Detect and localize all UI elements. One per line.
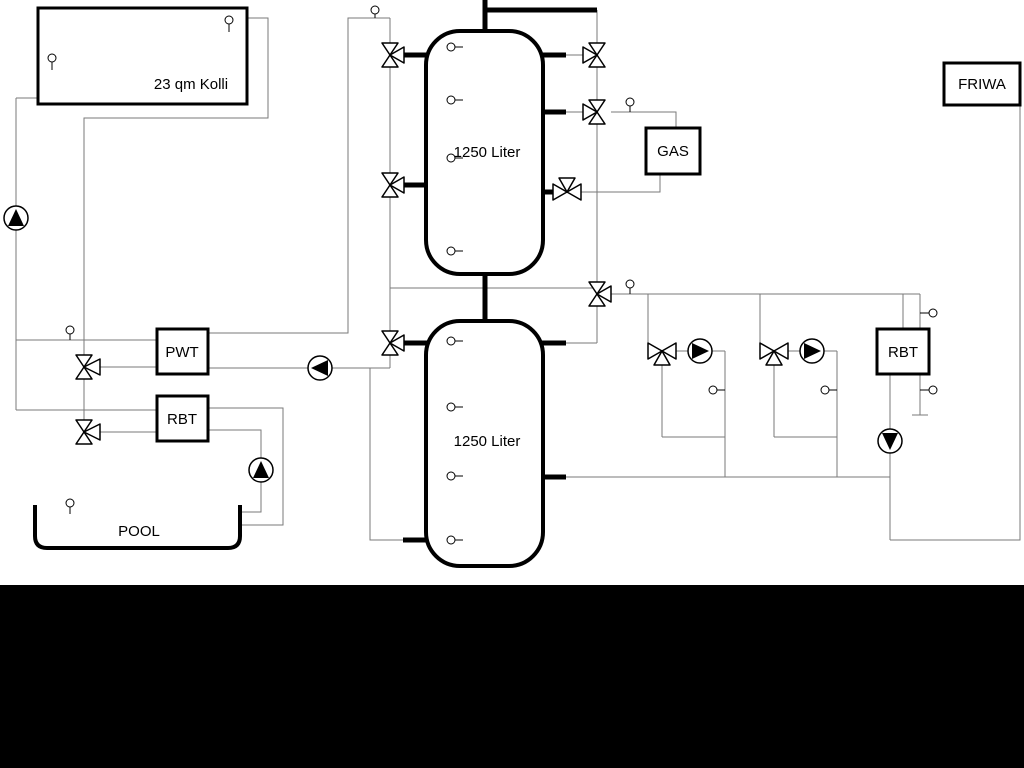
solar-collector: 23 qm Kolli <box>36 6 249 106</box>
sensor-circuit1-icon <box>708 385 725 395</box>
gas-boiler-box <box>644 126 702 176</box>
three-way-valve-supply-icon <box>588 281 612 307</box>
buffer-tank-1-body <box>424 29 545 276</box>
pool: POOL <box>33 505 242 550</box>
rbt-right-label: RBT <box>888 344 918 361</box>
pwt-heat-exchanger: PWT <box>155 327 210 376</box>
mixing-valve-circuit1-icon <box>647 342 677 366</box>
three-way-valve-boiler-lower-icon <box>582 99 606 125</box>
gas-boiler: GAS <box>644 126 702 176</box>
rbt-right-heat-exchanger: RBT <box>875 327 931 376</box>
pool-basin <box>33 505 242 550</box>
three-way-valve-boiler-upper-icon <box>582 42 606 68</box>
pwt-box <box>155 327 210 376</box>
pump-charge-icon <box>307 355 333 381</box>
three-way-valve-tank1-top-icon <box>381 42 405 68</box>
buffer-tank-1-label: 1250 Liter <box>454 144 521 161</box>
three-way-valve-tank2-top-icon <box>381 330 405 356</box>
sensor-gas-line-icon <box>625 97 635 112</box>
rbt-right-box <box>875 327 931 376</box>
buffer-tank-2-label: 1250 Liter <box>454 433 521 450</box>
three-way-valve-solar-pwt-icon <box>75 354 101 380</box>
pipe-tank2-bottom-return <box>369 368 403 541</box>
valves <box>75 42 789 445</box>
pump-circuit2-icon <box>799 338 825 364</box>
sensor-tank1-1-icon <box>446 42 463 52</box>
friwa-box <box>942 61 1022 107</box>
buffer-tank-2-body <box>424 319 545 568</box>
friwa-label: FRIWA <box>958 76 1006 93</box>
friwa-module: FRIWA <box>942 61 1022 107</box>
temperature-sensors <box>47 5 938 545</box>
buffer-tank-1: 1250 Liter <box>424 29 545 276</box>
pipe-friwa-line <box>890 105 1021 541</box>
sensor-supply-main-icon <box>625 279 635 294</box>
sensor-collector-top-icon <box>224 15 234 32</box>
rbt-left-heat-exchanger: RBT <box>155 394 210 443</box>
sensor-bypass-top-icon <box>920 308 938 318</box>
sensor-tank2-1-icon <box>446 336 463 346</box>
sensor-tank2-4-icon <box>446 535 463 545</box>
pipe-pool-supply <box>208 407 284 526</box>
solar-collector-box <box>36 6 249 106</box>
sensor-bypass-bottom-icon <box>920 385 938 395</box>
sensor-pwt-return-icon <box>65 325 75 340</box>
buffer-tank-2: 1250 Liter <box>424 319 545 568</box>
pump-circuit1-icon <box>687 338 713 364</box>
three-way-valve-solar-rbt-icon <box>75 419 101 445</box>
rbt-left-box <box>155 394 210 443</box>
pump-rbt-right-icon <box>877 428 903 454</box>
gas-boiler-label: GAS <box>657 143 689 160</box>
sensor-tank1-3-icon <box>446 153 463 163</box>
sensor-tank1-2-icon <box>446 95 463 105</box>
sensor-tank2-3-icon <box>446 471 463 481</box>
three-way-valve-tank1-mid-icon <box>381 172 405 198</box>
pump-solar-icon <box>3 205 29 231</box>
three-way-valve-gas-return-icon <box>552 177 582 201</box>
pool-label: POOL <box>118 523 160 540</box>
sensor-circuit2-icon <box>820 385 837 395</box>
footer-black-band <box>0 585 1024 768</box>
pipe-pwt-to-header <box>208 17 390 334</box>
mixing-valve-circuit2-icon <box>759 342 789 366</box>
sensor-pool-icon <box>65 498 75 514</box>
pipe-gas-return <box>581 174 661 193</box>
pwt-label: PWT <box>165 344 198 361</box>
pipe-gas-supply <box>611 111 677 128</box>
solar-collector-label: 23 qm Kolli <box>154 76 228 93</box>
pipe-solar-supply <box>83 17 269 356</box>
sensor-tank1-4-icon <box>446 246 463 256</box>
pump-pool-icon <box>248 457 274 483</box>
sensor-tank2-2-icon <box>446 402 463 412</box>
schematic-canvas: 23 qm Kolli 1250 Liter 1250 Liter GAS FR… <box>3 0 1022 568</box>
pumps <box>3 205 903 483</box>
sensor-collector-left-icon <box>47 53 57 70</box>
rbt-left-label: RBT <box>167 411 197 428</box>
sensor-header-top-icon <box>370 5 380 18</box>
thick-pipes <box>403 0 597 543</box>
